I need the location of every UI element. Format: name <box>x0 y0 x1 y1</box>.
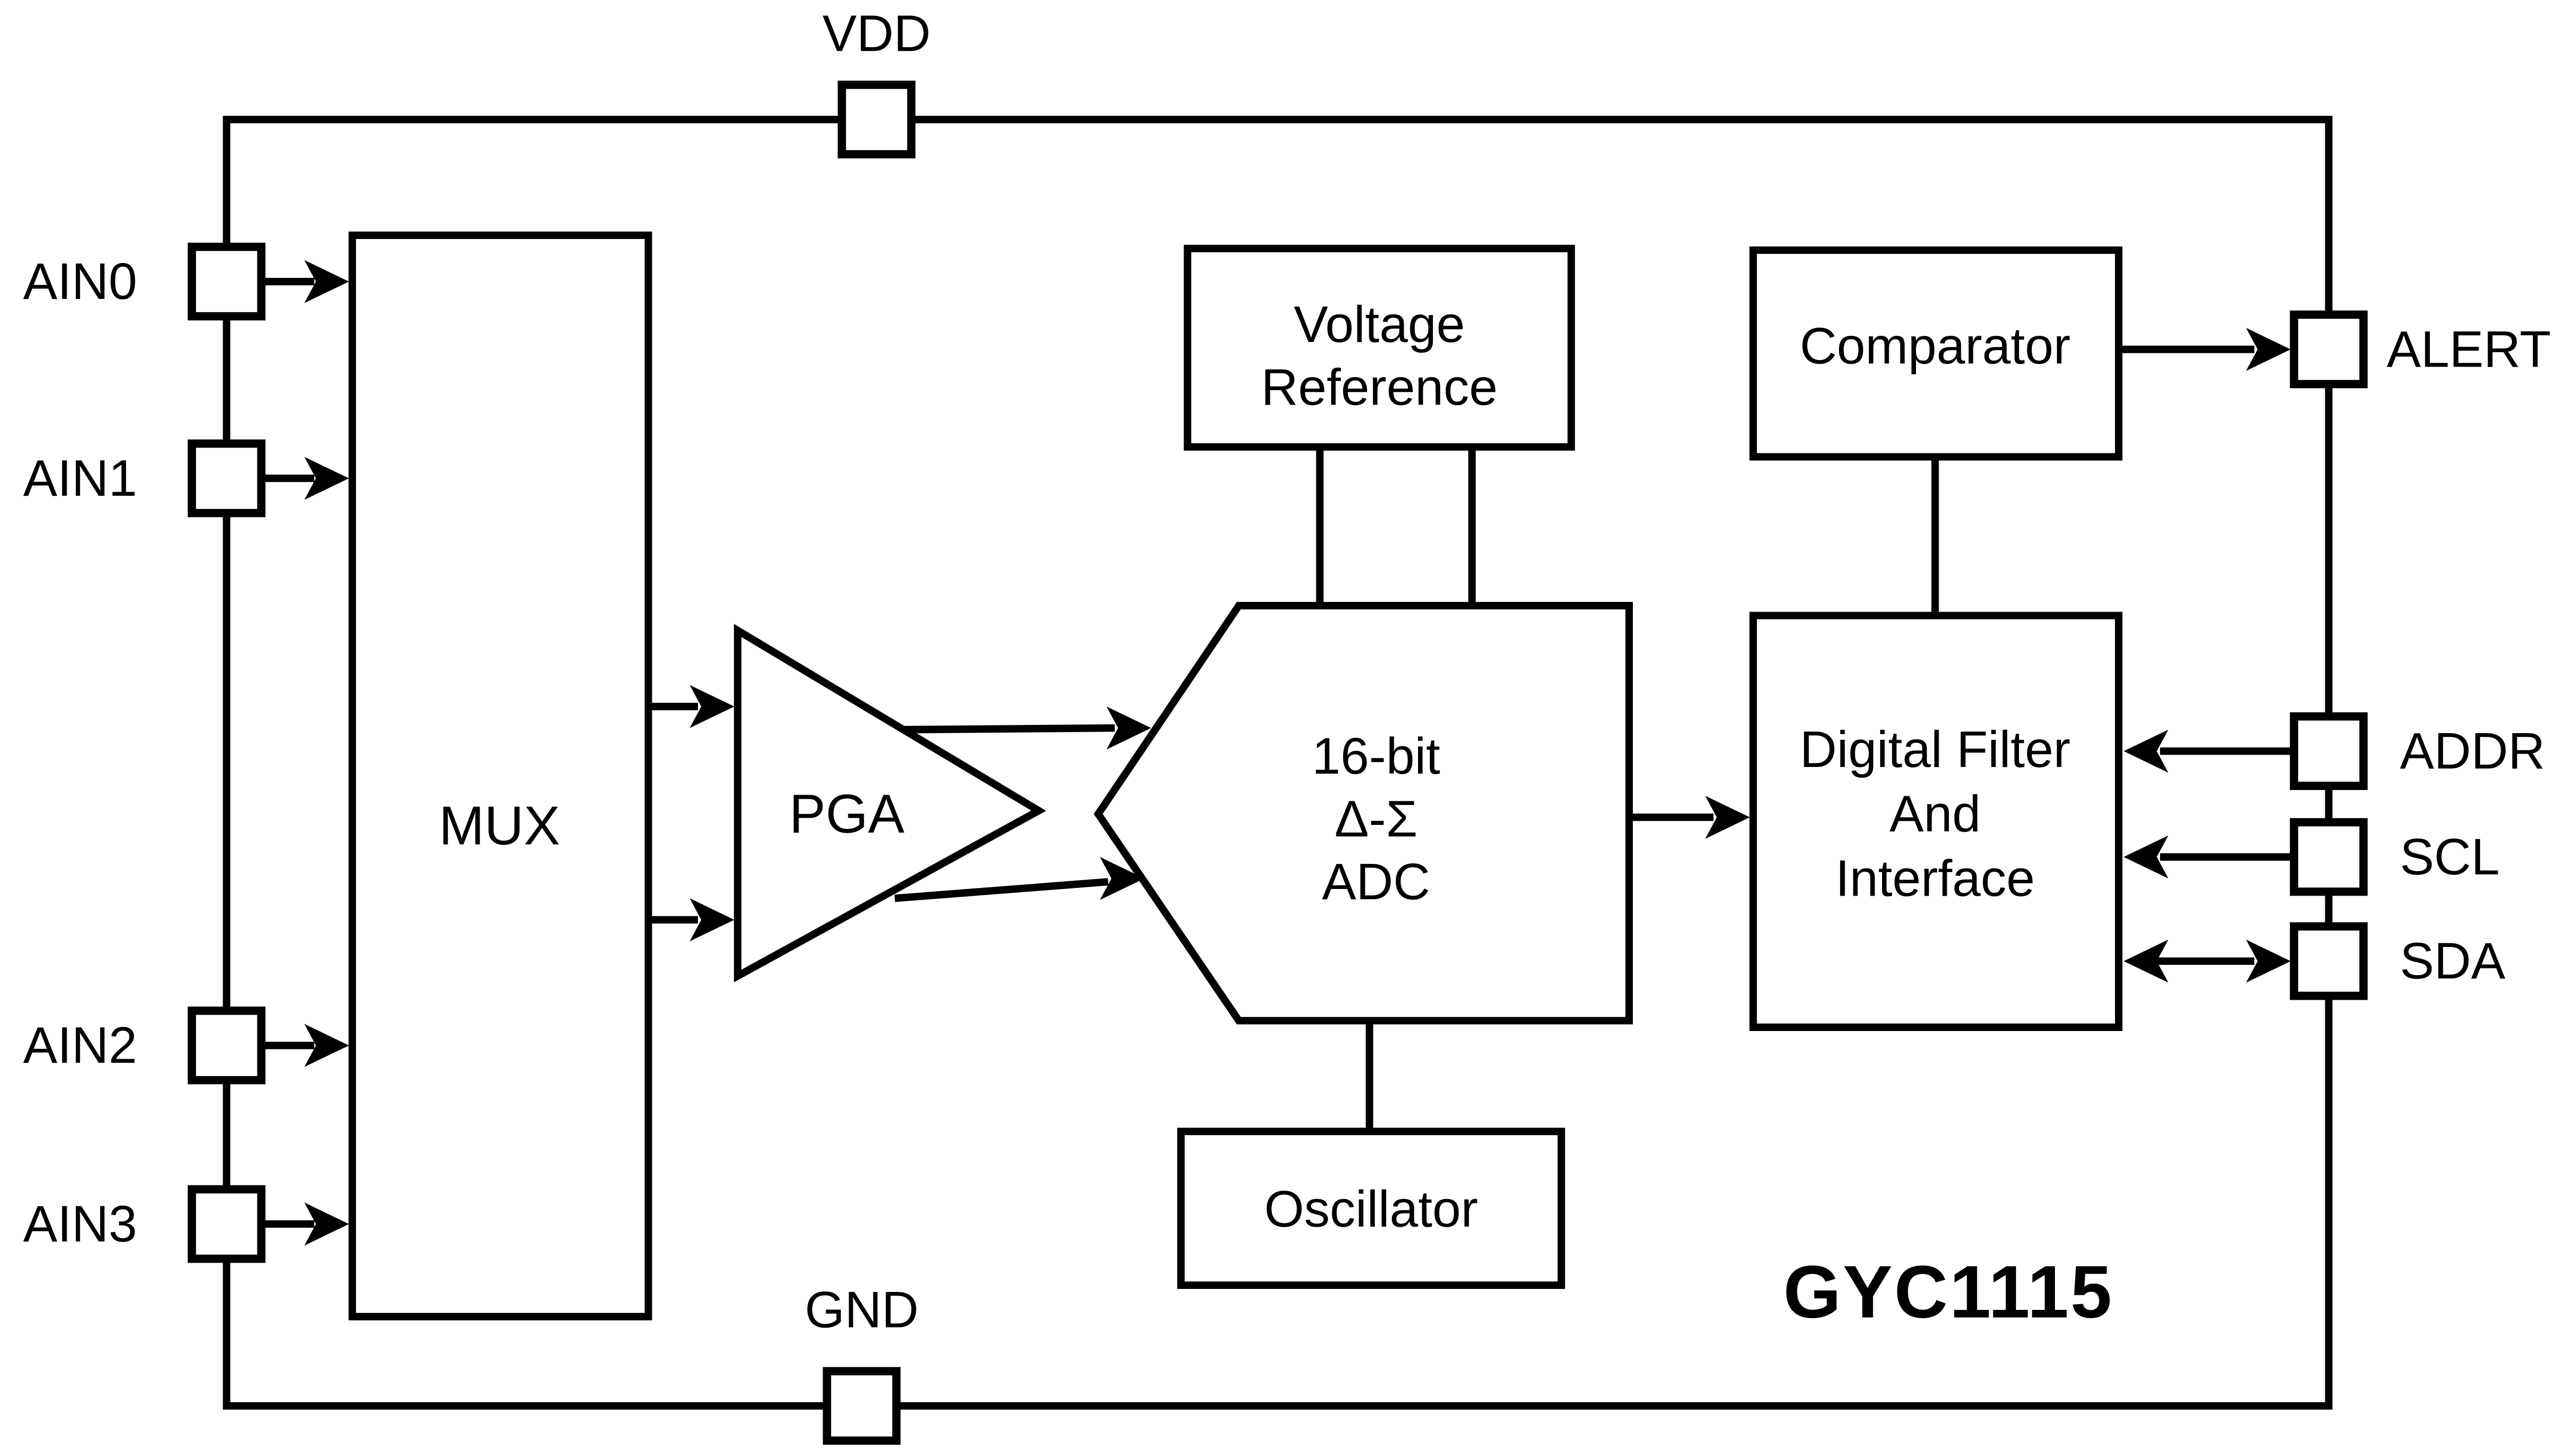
ain0-pin-label: AIN0 <box>23 253 137 310</box>
block-adc: 16-bit Δ-Σ ADC <box>1093 602 1633 1025</box>
block-digital-filter: Digital Filter And Interface <box>1749 612 2123 1031</box>
arrow-comparator-to-alert-head <box>2246 328 2291 371</box>
arrow-addr-to-filter-head <box>2124 730 2169 773</box>
block-comparator: Comparator <box>1749 246 2123 461</box>
adc-label-line2: Δ-Σ <box>1334 790 1417 847</box>
comparator-box <box>1749 246 2123 461</box>
pin-alert: ALERT <box>2290 310 2551 389</box>
ain2-pin-square <box>188 1006 266 1085</box>
sda-pin-square <box>2290 922 2368 1000</box>
digital-filter-box <box>1749 612 2123 1031</box>
pin-sda: SDA <box>2290 922 2506 1000</box>
scl-pin-square <box>2290 818 2368 896</box>
digital-filter-label-line2: And <box>1889 785 1981 843</box>
oscillator-label: Oscillator <box>1264 1181 1478 1238</box>
adc-pentagon <box>1093 602 1633 1025</box>
vdd-pin-label: VDD <box>823 5 931 62</box>
block-oscillator: Oscillator <box>1177 1127 1565 1289</box>
voltage-reference-label-line2: Reference <box>1261 359 1497 416</box>
signal-arrows <box>261 260 2294 1246</box>
pin-gnd: GND <box>805 1281 918 1445</box>
adc-label-line1: 16-bit <box>1312 727 1440 785</box>
pin-ain1: AIN1 <box>23 439 266 517</box>
scl-pin-label: SCL <box>2400 828 2500 886</box>
pga-triangle <box>734 623 1046 983</box>
arrow-ain1-to-mux-head <box>304 457 349 500</box>
ain3-pin-square <box>188 1185 266 1263</box>
mux-label: MUX <box>439 795 560 856</box>
arrow-sda-left-head <box>2124 939 2169 983</box>
ain1-pin-square <box>188 439 266 517</box>
pin-ain3: AIN3 <box>23 1185 266 1263</box>
ain0-pin-square <box>188 242 266 321</box>
block-mux: MUX <box>348 231 652 1321</box>
arrow-ain3-to-mux-head <box>304 1202 349 1246</box>
addr-pin-label: ADDR <box>2400 722 2545 780</box>
comparator-label: Comparator <box>1800 317 2070 375</box>
arrow-mux-to-pga-top-head <box>689 685 734 728</box>
voltage-reference-label-line1: Voltage <box>1294 296 1465 353</box>
adc-label-line3: ADC <box>1322 853 1430 911</box>
oscillator-box <box>1177 1127 1565 1289</box>
arrow-ain0-to-mux-head <box>304 260 349 304</box>
voltage-reference-box <box>1184 245 1575 451</box>
vdd-pin-square <box>837 80 916 158</box>
addr-pin-square <box>2290 712 2368 790</box>
alert-pin-label: ALERT <box>2387 320 2551 378</box>
pin-scl: SCL <box>2290 818 2500 896</box>
sda-pin-label: SDA <box>2400 933 2506 990</box>
arrow-pga-to-adc-bottom-line <box>894 878 1109 902</box>
pin-vdd: VDD <box>823 5 931 158</box>
arrow-ain2-to-mux-head <box>304 1024 349 1067</box>
mux-box <box>348 231 652 1321</box>
digital-filter-label-line3: Interface <box>1835 850 2035 907</box>
part-number: GYC1115 <box>1783 1250 2113 1333</box>
ain3-pin-label: AIN3 <box>23 1196 137 1253</box>
arrow-adc-to-filter-head <box>1705 796 1750 839</box>
arrow-pga-to-adc-top-head <box>1106 706 1151 750</box>
arrow-mux-to-pga-bottom-head <box>689 898 734 942</box>
ain2-pin-label: AIN2 <box>23 1017 137 1074</box>
block-pga: PGA <box>734 623 1046 983</box>
pin-ain0: AIN0 <box>23 242 266 321</box>
ain1-pin-label: AIN1 <box>23 450 137 507</box>
pin-addr: ADDR <box>2290 712 2545 790</box>
alert-pin-square <box>2290 310 2368 389</box>
arrow-pga-to-adc-bottom-head <box>1100 857 1145 900</box>
gnd-pin-label: GND <box>805 1281 918 1339</box>
pga-label: PGA <box>789 783 905 844</box>
arrow-pga-to-adc-top-line <box>901 724 1115 734</box>
arrow-scl-to-filter-head <box>2124 835 2169 879</box>
pin-ain2: AIN2 <box>23 1006 266 1085</box>
arrow-sda-right-head <box>2246 939 2291 983</box>
gnd-pin-square <box>823 1367 901 1445</box>
digital-filter-label-line1: Digital Filter <box>1800 721 2071 778</box>
connector-wires <box>1316 447 1939 1131</box>
block-voltage-reference: Voltage Reference <box>1184 245 1575 451</box>
